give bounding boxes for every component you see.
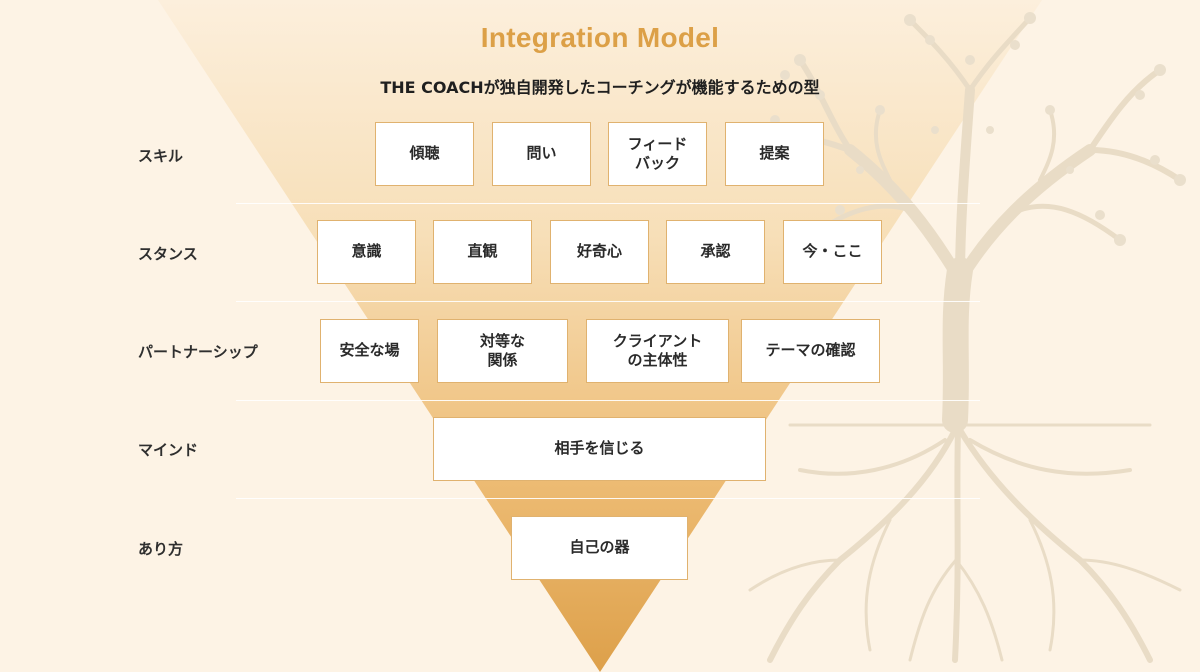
item-box: 傾聴 xyxy=(375,122,474,186)
item-box: 意識 xyxy=(317,220,416,284)
item-box: 自己の器 xyxy=(511,516,688,580)
item-box: 対等な 関係 xyxy=(437,319,568,383)
row-divider xyxy=(236,203,980,204)
item-box: 安全な場 xyxy=(320,319,419,383)
row-label-being: あり方 xyxy=(138,540,184,558)
row-divider xyxy=(236,498,980,499)
row-divider xyxy=(236,301,980,302)
row-divider xyxy=(236,400,980,401)
row-label-skill: スキル xyxy=(138,147,184,165)
item-box: 今・ここ xyxy=(783,220,882,284)
item-box: 提案 xyxy=(725,122,824,186)
row-label-mind: マインド xyxy=(138,441,199,459)
row-label-stance: スタンス xyxy=(138,245,198,263)
item-box: 問い xyxy=(492,122,591,186)
row-label-partnership: パートナーシップ xyxy=(138,343,258,361)
item-box: クライアント の主体性 xyxy=(586,319,729,383)
page-subtitle: THE COACHが独自開発したコーチングが機能するための型 xyxy=(380,78,820,97)
item-box: 承認 xyxy=(666,220,765,284)
item-box: テーマの確認 xyxy=(741,319,880,383)
item-box: 好奇心 xyxy=(550,220,649,284)
item-box: フィード バック xyxy=(608,122,707,186)
item-box: 相手を信じる xyxy=(433,417,766,481)
page-title: Integration Model xyxy=(480,22,720,53)
item-box: 直観 xyxy=(433,220,532,284)
